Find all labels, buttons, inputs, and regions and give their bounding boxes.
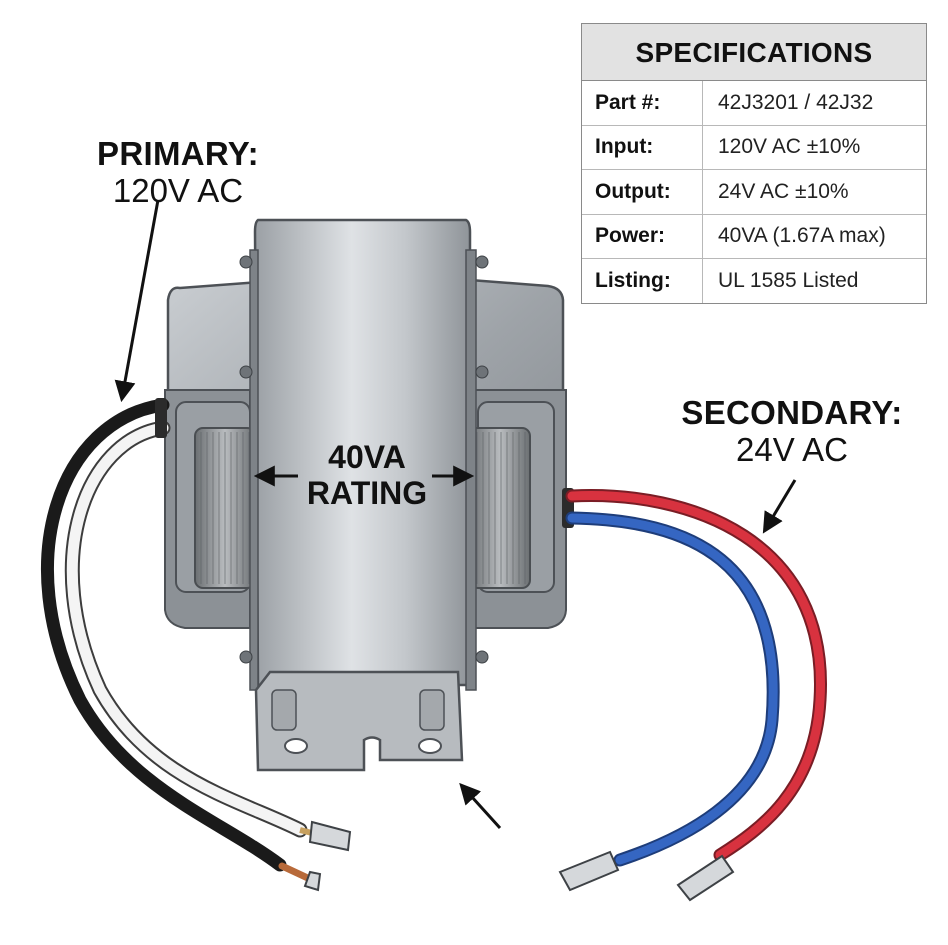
specifications-title: SPECIFICATIONS <box>582 24 926 81</box>
specifications-rows: Part #: 42J3201 / 42J32 Input: 120V AC ±… <box>582 81 926 303</box>
primary-wires <box>41 398 352 892</box>
specifications-table: SPECIFICATIONS Part #: 42J3201 / 42J32 I… <box>581 23 927 304</box>
secondary-terminal-spade-blue <box>558 850 620 892</box>
coil-left <box>194 427 256 589</box>
spec-value: UL 1585 Listed <box>718 268 859 292</box>
spec-row-listing: Listing: UL 1585 Listed <box>582 258 926 303</box>
spec-value: 24V AC ±10% <box>718 179 849 203</box>
secondary-wires <box>558 488 827 902</box>
primary-terminal-spade <box>303 820 352 892</box>
spec-value: 120V AC ±10% <box>718 135 861 159</box>
coil-right <box>469 427 531 589</box>
secondary-terminal-spade-red <box>676 854 735 902</box>
spec-key: Input: <box>582 125 703 169</box>
spec-key: Listing: <box>582 259 703 303</box>
callout-arrows <box>114 199 797 830</box>
rating-label: 40VA RATING <box>296 439 438 512</box>
spec-key: Output: <box>582 170 703 214</box>
secondary-voltage: 24V AC <box>736 430 848 468</box>
spec-row-output: Output: 24V AC ±10% <box>582 169 926 214</box>
primary-callout: PRIMARY: 120V AC <box>78 135 278 210</box>
spec-row-power: Power: 40VA (1.67A max) <box>582 213 926 258</box>
rating-caption: RATING <box>306 474 428 511</box>
primary-voltage: 120V AC <box>112 171 244 209</box>
spec-row-part: Part #: 42J3201 / 42J32 <box>582 81 926 125</box>
mounting-foot <box>254 670 464 772</box>
spec-key: Power: <box>582 214 703 258</box>
spec-value: 42J3201 / 42J32 <box>718 90 874 114</box>
secondary-title: SECONDARY: <box>681 394 903 431</box>
primary-title: PRIMARY: <box>97 135 259 172</box>
rating-value: 40VA <box>328 439 406 475</box>
secondary-callout: SECONDARY: 24V AC <box>662 394 922 469</box>
spec-key: Part #: <box>582 81 703 125</box>
spec-value: 40VA (1.67A max) <box>718 224 886 248</box>
spec-row-input: Input: 120V AC ±10% <box>582 124 926 169</box>
